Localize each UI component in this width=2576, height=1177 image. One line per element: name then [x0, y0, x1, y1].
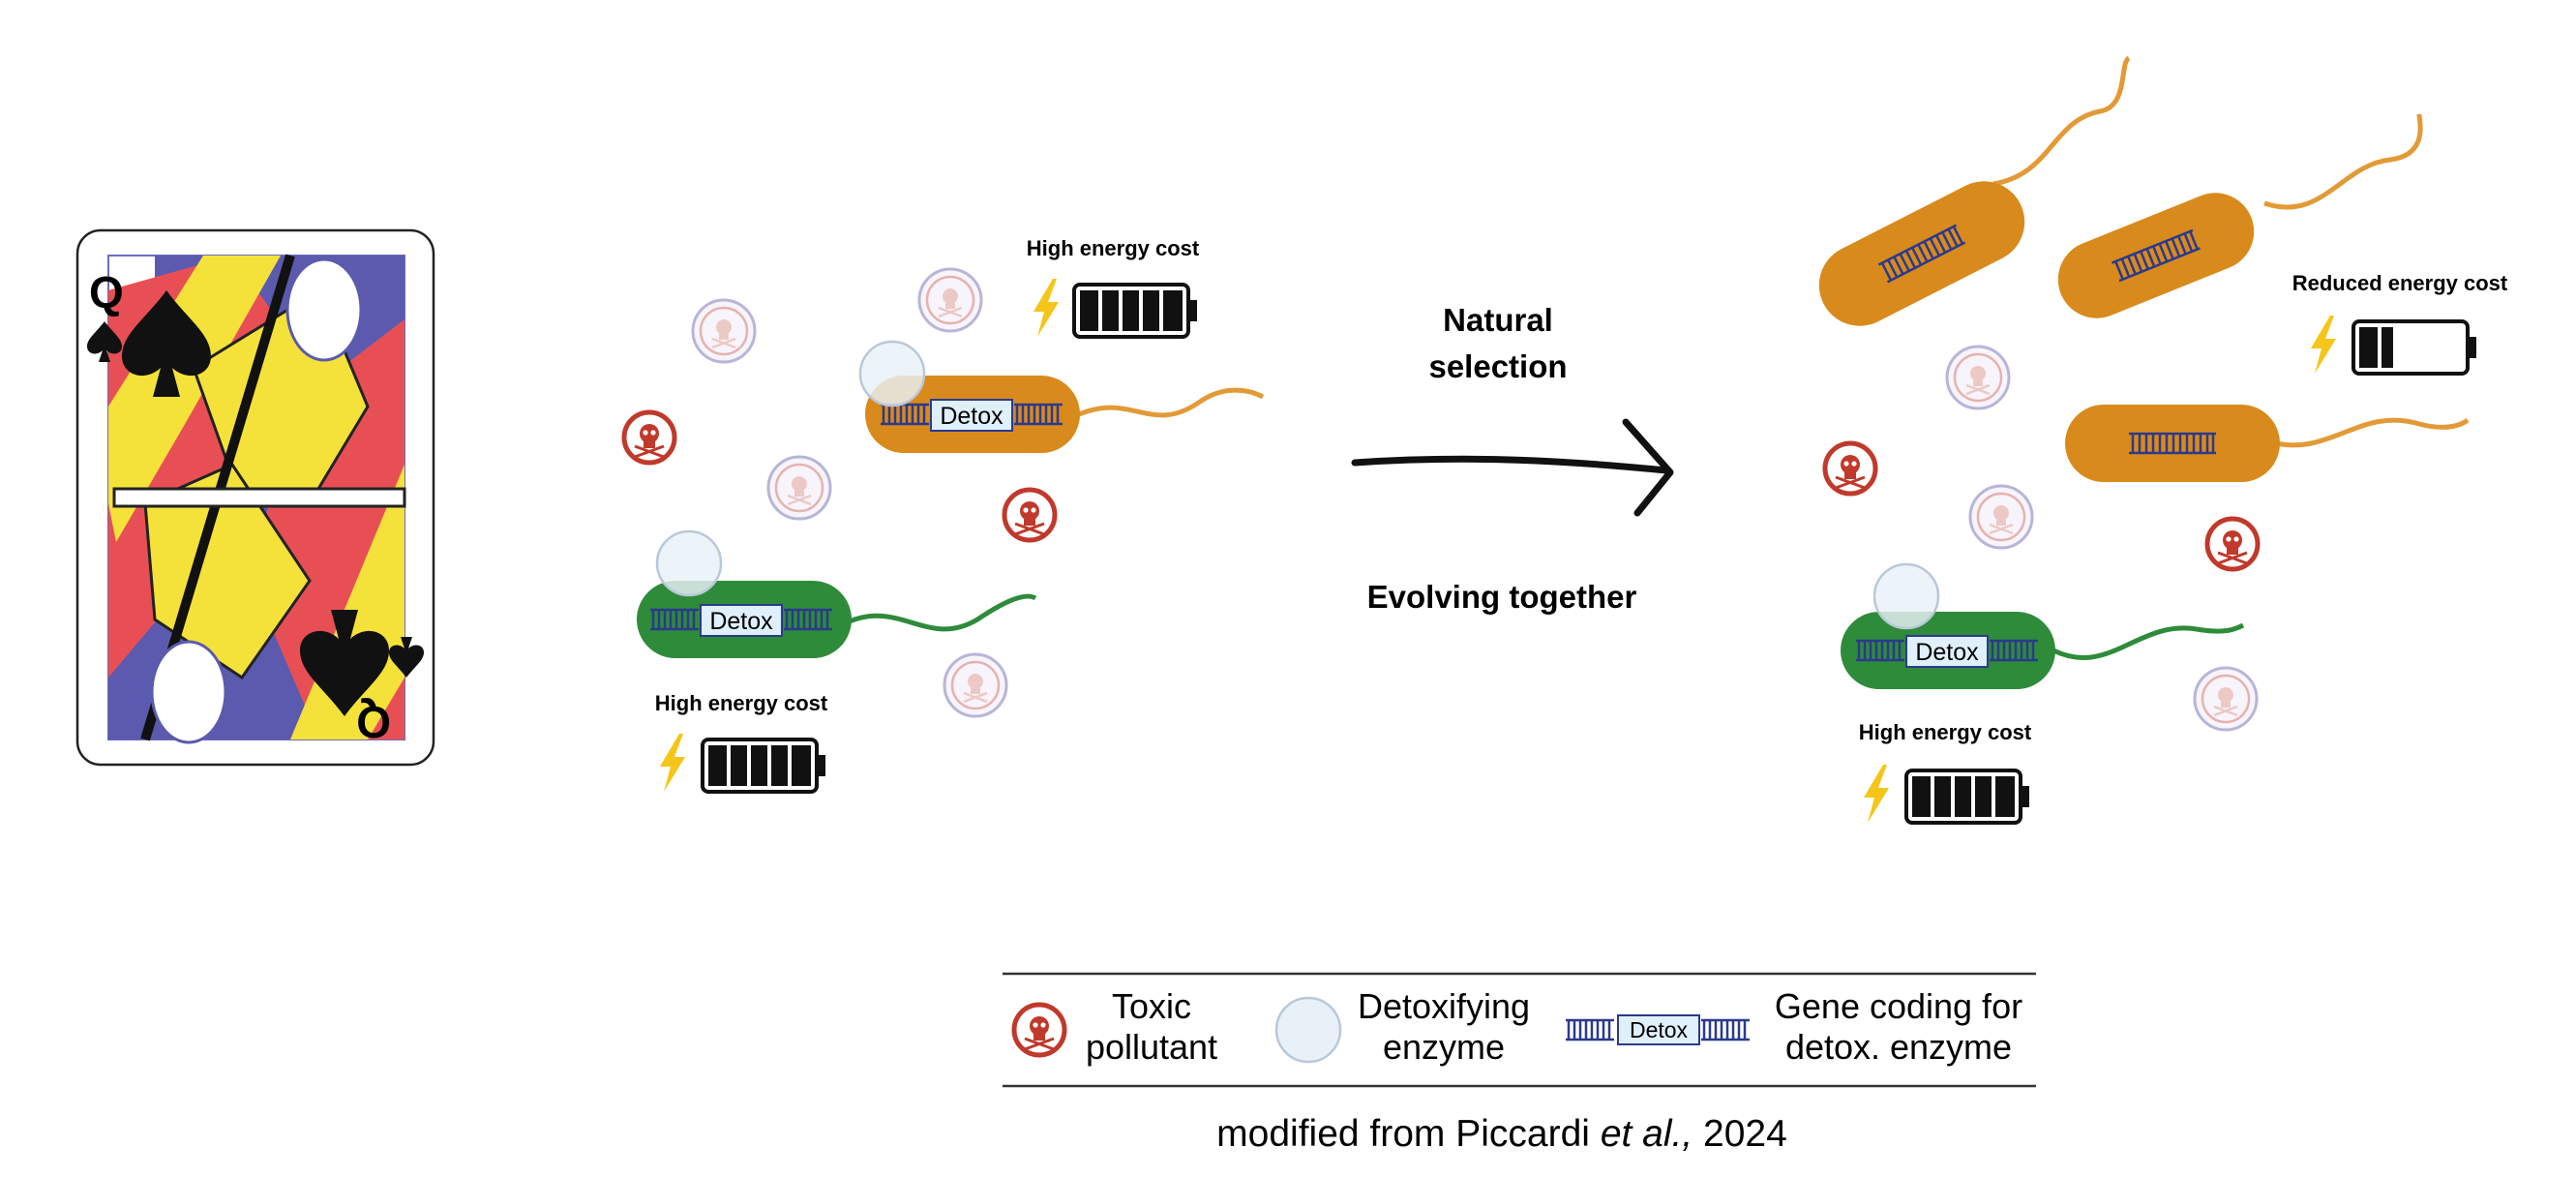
green-bacterium-right: Detox [1841, 612, 2245, 689]
toxic-pollutant-icon [2207, 519, 2258, 569]
lightning-bolt-icon [1864, 765, 1889, 823]
legend-toxic-line2: pollutant [1086, 1027, 1217, 1067]
detoxified-pollutant [1968, 484, 2034, 550]
natural-selection-arrow: Natural selection Evolving together [1351, 302, 1674, 615]
legend-gene-icon: Detox [1564, 1014, 1752, 1045]
energy-label-bottom-left: High energy cost [655, 691, 828, 715]
card-spade-pip-bottom [389, 637, 424, 678]
credit-suffix: 2024 [1692, 1113, 1787, 1155]
legend-toxic-line1: Toxic [1112, 986, 1191, 1026]
lightning-bolt-icon [2311, 316, 2336, 374]
green-bacterium: Detox [637, 581, 1037, 658]
gene-detox-label: Detox [1915, 639, 1979, 666]
card-spade-pip-top [87, 321, 122, 362]
toxic-pollutant-icon [1004, 490, 1055, 540]
legend-gene-box-label: Detox [1630, 1017, 1689, 1042]
energy-label-right: High energy cost [1859, 720, 2032, 744]
source-credit: modified from Piccardi et al., 2024 [1216, 1113, 1787, 1155]
gene-detox-label: Detox [709, 608, 773, 635]
detox-enzyme [1872, 562, 1940, 630]
legend-enzyme-line1: Detoxifying [1358, 986, 1530, 1026]
legend-gene-line2: detox. enzyme [1785, 1027, 2012, 1067]
detoxified-pollutant [917, 267, 983, 333]
legend-gene-line1: Gene coding for [1775, 986, 2022, 1026]
credit-italic: et al., [1601, 1113, 1692, 1155]
legend-toxic-icon [1014, 1005, 1064, 1055]
detoxified-pollutant [2193, 666, 2259, 732]
evolving-together-label: Evolving together [1367, 579, 1637, 615]
detoxified-pollutant [1945, 345, 2011, 410]
card-rank-top: Q [89, 267, 124, 317]
arrow-label-line2: selection [1428, 348, 1567, 384]
low-battery-icon [2351, 319, 2476, 376]
legend: Toxic pollutant Detoxifying enzyme Detox… [1003, 972, 2036, 1088]
credit-prefix: modified from Piccardi [1216, 1113, 1601, 1155]
orange-bacterium-evolved [2057, 113, 2423, 318]
full-battery-icon [1072, 283, 1197, 339]
energy-label-top-left: High energy cost [1027, 236, 1200, 260]
orange-bacterium: Detox [865, 376, 1265, 453]
full-battery-icon [701, 738, 825, 794]
detox-enzyme [858, 340, 926, 407]
queen-of-spades-card: Q Q [75, 228, 435, 767]
legend-enzyme-line2: enzyme [1383, 1027, 1505, 1067]
detoxified-pollutant [943, 652, 1008, 718]
orange-bacterium-evolved [1818, 55, 2131, 326]
right-population: Reduced energy cost Detox High energy co… [1818, 55, 2508, 825]
toxic-pollutant-icon [624, 412, 674, 463]
orange-bacterium-evolved [2065, 405, 2470, 482]
gene-detox-label: Detox [940, 403, 1003, 430]
full-battery-icon [1904, 769, 2029, 825]
toxic-pollutant-icon [1825, 443, 1875, 494]
card-rank-bottom: Q [356, 697, 391, 747]
detox-enzyme [655, 529, 723, 597]
detoxified-pollutant [691, 298, 757, 364]
lightning-bolt-icon [1033, 279, 1059, 337]
left-population: High energy cost Detox [624, 236, 1265, 794]
arrow-label-line1: Natural [1443, 302, 1553, 338]
reduced-energy-label: Reduced energy cost [2292, 271, 2508, 295]
legend-enzyme-icon [1274, 996, 1342, 1064]
detoxified-pollutant [766, 455, 832, 521]
lightning-bolt-icon [660, 734, 685, 792]
